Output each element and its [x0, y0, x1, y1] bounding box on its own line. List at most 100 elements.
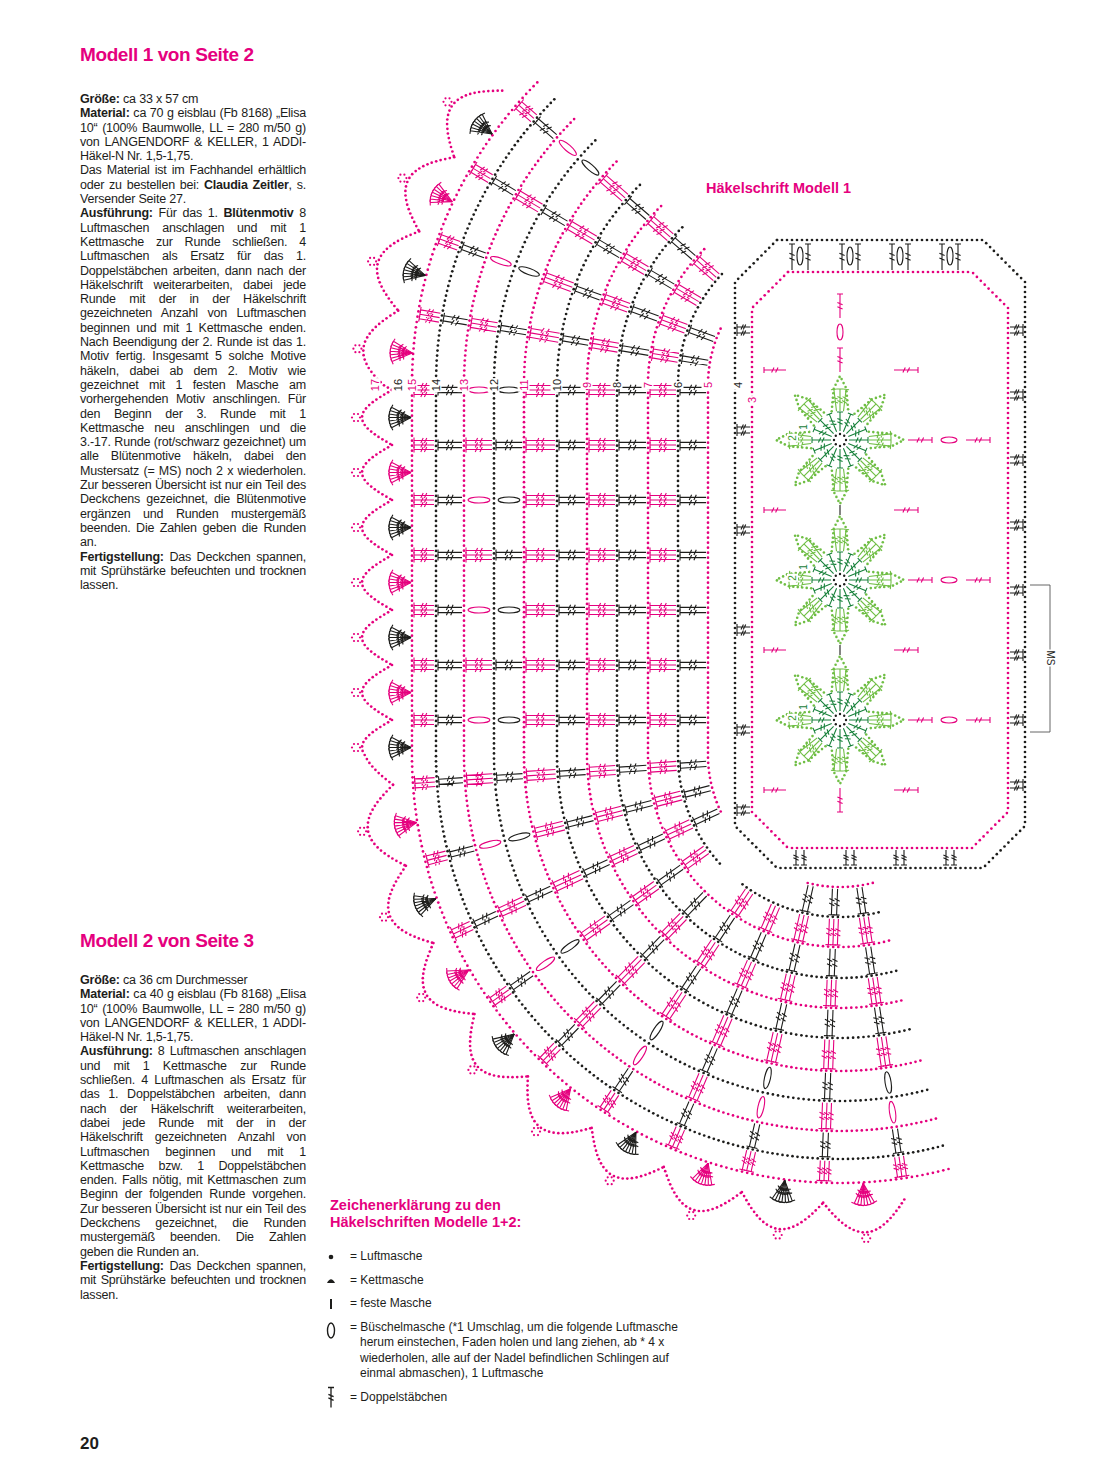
chain-dot: [647, 557, 650, 560]
chain-dot: [586, 643, 589, 646]
chain-dot: [707, 701, 710, 704]
chain-dot: [556, 765, 559, 768]
chain-dot: [586, 418, 589, 421]
chain-dot: [493, 427, 496, 430]
chain-dot: [643, 860, 646, 863]
chain-dot: [785, 1001, 788, 1004]
chain-dot: [766, 965, 769, 968]
chain-dot: [577, 206, 580, 209]
chain-dot: [661, 1050, 664, 1053]
chain-dot: [588, 946, 591, 949]
chain-dot: [702, 1002, 705, 1005]
chain-dot: [493, 642, 496, 645]
chain-dot: [839, 1100, 842, 1103]
chain-dot: [544, 987, 547, 990]
chain-dot: [470, 829, 473, 832]
chain-dot: [493, 702, 496, 705]
chain-dot: [598, 179, 601, 182]
chain-dot: [577, 930, 580, 933]
chain-dot: [548, 878, 551, 881]
chain-dot: [616, 424, 619, 427]
chain-dot: [512, 270, 515, 273]
chain-dot: [656, 812, 659, 815]
chain-dot: [470, 309, 473, 312]
chain-dot: [647, 582, 650, 585]
chain-dot: [463, 489, 466, 492]
chain-dot: [556, 500, 559, 503]
chain-dot: [539, 854, 542, 857]
chain-dot: [650, 265, 653, 268]
chain-dot: [581, 870, 584, 873]
chain-dot: [571, 293, 574, 296]
chain-dot: [625, 248, 628, 251]
chain-dot: [867, 1035, 870, 1038]
chain-dot: [644, 916, 647, 919]
chain-dot: [496, 799, 499, 802]
chain-dot: [678, 1026, 681, 1029]
chain-dot: [556, 420, 559, 423]
chain-dot: [600, 1044, 603, 1047]
chain-dot: [513, 144, 516, 147]
chain-dot: [675, 854, 678, 857]
chain-dot: [688, 325, 691, 328]
chain-dot: [699, 252, 702, 255]
chain-dot: [435, 374, 438, 377]
chain-dot: [857, 945, 860, 948]
chain-dot: [615, 266, 618, 269]
chain-dot: [464, 349, 467, 352]
chain-dot: [493, 602, 496, 605]
chain-dot: [616, 679, 619, 682]
chain-dot: [523, 241, 526, 244]
chain-dot: [707, 521, 710, 524]
chain-dot: [616, 519, 619, 522]
chain-dot: [463, 514, 466, 517]
chain-dot: [592, 245, 595, 248]
chain-dot: [531, 825, 534, 828]
chain-dot: [626, 315, 629, 318]
chain-dot: [560, 801, 563, 804]
chain-dot: [463, 629, 466, 632]
chain-dot: [683, 1063, 686, 1066]
chain-dot: [435, 680, 438, 683]
chain-dot: [586, 683, 589, 686]
chain-dot: [435, 410, 438, 413]
chain-dot: [523, 451, 526, 454]
chain-dot: [569, 219, 572, 222]
chain-dot: [616, 599, 619, 602]
chain-dot: [620, 339, 623, 342]
chain-dot: [466, 334, 469, 337]
chain-dot: [586, 648, 589, 651]
chain-dot: [647, 532, 650, 535]
chain-dot: [875, 974, 878, 977]
chain-dot: [818, 1099, 821, 1102]
chain-dot: [713, 1044, 716, 1047]
chain-dot: [616, 749, 619, 752]
chain-dot: [586, 558, 589, 561]
chain-dot: [513, 941, 516, 944]
chain-dot: [711, 284, 714, 287]
chain-dot: [463, 609, 466, 612]
chain-dot: [671, 237, 674, 240]
chain-dot: [669, 941, 672, 944]
chain-dot: [649, 356, 652, 359]
chain-dot: [703, 1104, 706, 1107]
chain-dot: [616, 564, 619, 567]
chain-dot: [647, 577, 650, 580]
chain-dot: [699, 301, 702, 304]
chain-dot: [707, 401, 710, 404]
chain-dot: [677, 585, 680, 588]
chain-dot: [435, 635, 438, 638]
chain-dot: [586, 758, 589, 761]
chain-dot: [435, 425, 438, 428]
chain-dot: [850, 1006, 853, 1009]
chain-dot: [707, 676, 710, 679]
chain-dot: [695, 829, 698, 832]
chain-dot: [556, 580, 559, 583]
chain-dot: [556, 525, 559, 528]
chain-dot: [559, 132, 562, 135]
chain-dot: [556, 555, 559, 558]
chain-dot: [688, 1065, 691, 1068]
chain-dot: [556, 530, 559, 533]
chain-dot: [435, 650, 438, 653]
chain-dot: [508, 932, 511, 935]
